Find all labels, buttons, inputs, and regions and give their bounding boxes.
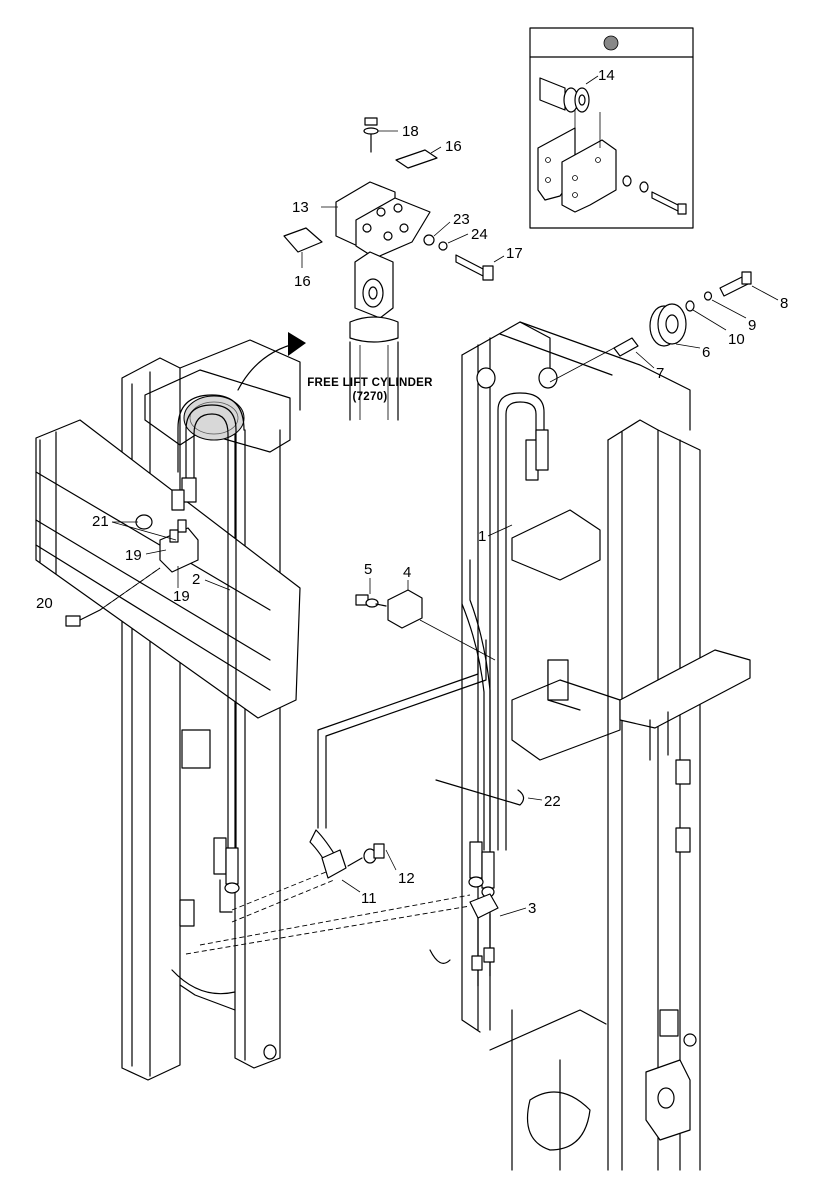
callout-16-top: 16 xyxy=(445,138,462,155)
callout-7: 7 xyxy=(656,365,664,382)
callout-23: 23 xyxy=(453,211,470,228)
dashed-link-2 xyxy=(231,879,335,923)
callout-6: 6 xyxy=(702,344,710,361)
connecting-hose xyxy=(309,639,487,879)
clamp-4 xyxy=(387,589,423,629)
callout-22: 22 xyxy=(544,793,561,810)
sheave-bracket-assembly: 18 16 13 16 23 24 17 xyxy=(283,117,523,421)
caption-line-2: (7270) xyxy=(352,391,387,403)
callout-8: 8 xyxy=(780,295,788,312)
detail-marker-icon xyxy=(603,35,619,51)
sheave-6 xyxy=(649,303,687,347)
bolt-20 xyxy=(65,609,101,627)
washer-23 xyxy=(423,234,435,246)
washer-9 xyxy=(703,291,713,301)
inset-frame xyxy=(529,27,694,229)
callout-12: 12 xyxy=(398,870,415,887)
callout-10: 10 xyxy=(728,331,745,348)
dashed-link-3 xyxy=(199,894,471,946)
callout-20: 20 xyxy=(36,595,53,612)
left-mast xyxy=(35,339,301,1081)
bolt-18 xyxy=(363,117,379,153)
bolt-12 xyxy=(347,843,385,867)
callout-19-upper: 19 xyxy=(125,547,142,564)
inset-bolt-assembly xyxy=(622,175,687,215)
pad-16-lower xyxy=(283,227,323,253)
callout-1: 1 xyxy=(478,528,486,545)
bracket-plate-front xyxy=(355,197,431,259)
right-mast xyxy=(429,321,751,1171)
callout-17: 17 xyxy=(506,245,523,262)
pad-16-top xyxy=(395,149,438,169)
callout-9: 9 xyxy=(748,317,756,334)
caption-line-1: FREE LIFT CYLINDER xyxy=(307,377,433,389)
callout-5: 5 xyxy=(364,561,372,578)
dashed-link-5 xyxy=(99,567,161,611)
free-lift-cylinder-top xyxy=(349,251,399,421)
washer-24 xyxy=(438,241,448,251)
callout-16-lower: 16 xyxy=(294,273,311,290)
inset-roller xyxy=(539,77,590,113)
callout-18: 18 xyxy=(402,123,419,140)
washer-10 xyxy=(685,300,695,312)
callout-2: 2 xyxy=(192,571,200,588)
pin-7 xyxy=(613,337,639,357)
callout-19-lower: 19 xyxy=(173,588,190,605)
callout-14: 14 xyxy=(598,67,615,84)
detail-inset: 14 xyxy=(529,27,694,229)
callout-3: 3 xyxy=(528,900,536,917)
inset-bracket-plates xyxy=(537,110,617,213)
detail-arrow-head xyxy=(288,332,306,356)
dashed-link-1 xyxy=(231,871,327,911)
callout-13: 13 xyxy=(292,199,309,216)
bolt-5 xyxy=(355,594,387,608)
callout-4: 4 xyxy=(403,564,411,581)
callout-24: 24 xyxy=(471,226,488,243)
bolt-17 xyxy=(455,254,486,278)
dashed-link-4 xyxy=(185,905,471,955)
callout-21: 21 xyxy=(92,513,109,530)
callout-11: 11 xyxy=(361,890,377,907)
